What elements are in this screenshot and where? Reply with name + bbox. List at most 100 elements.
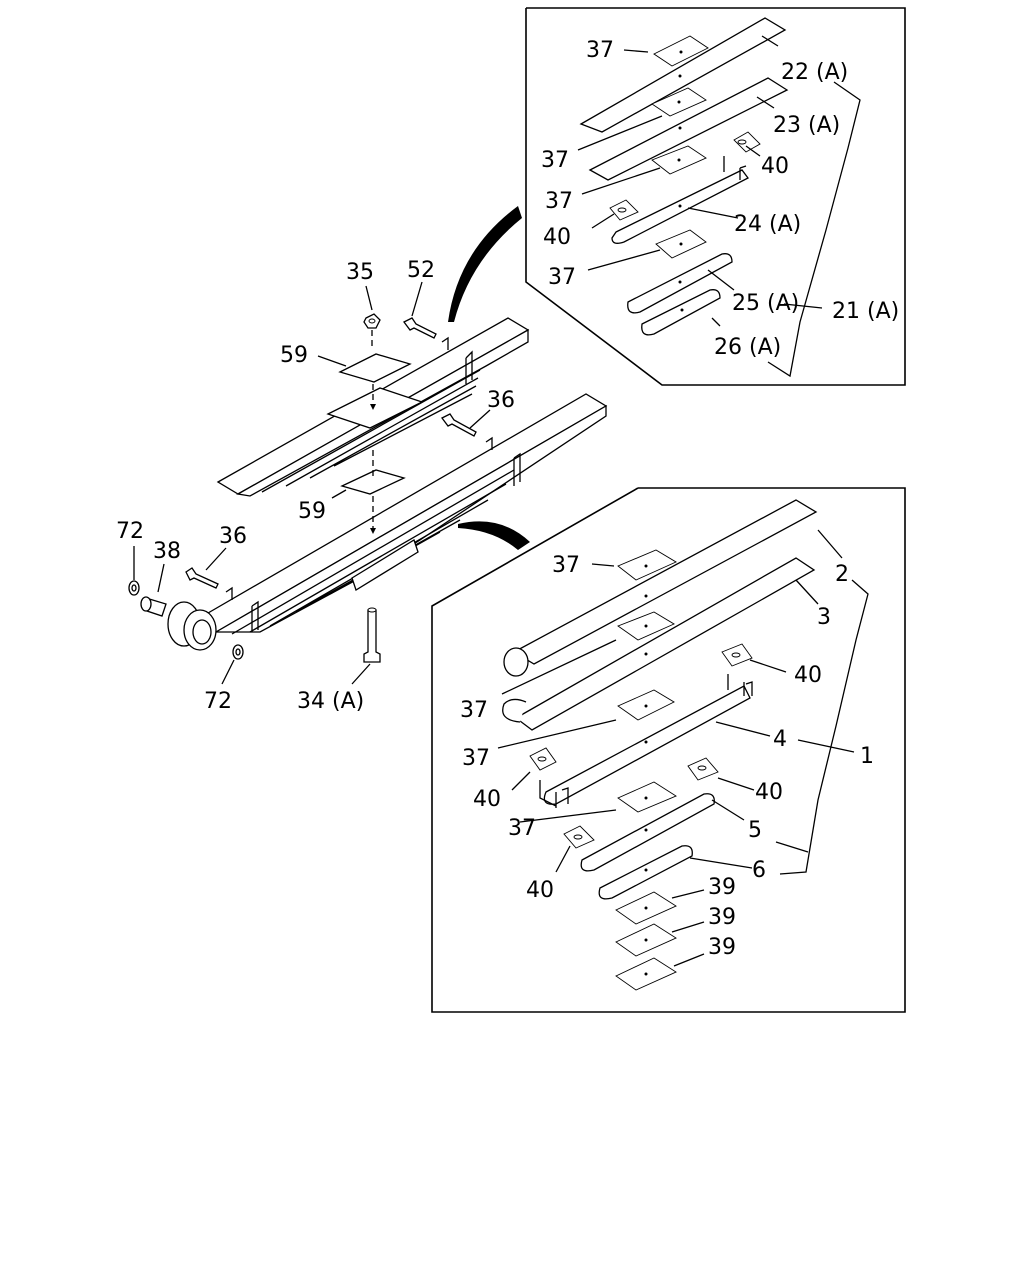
leaf-4 bbox=[543, 685, 751, 805]
label-40: 40 bbox=[761, 154, 789, 179]
leader-lines-upper bbox=[577, 35, 861, 378]
main-spring-clip bbox=[513, 452, 521, 486]
center-dot bbox=[679, 242, 683, 246]
clip-hole bbox=[697, 765, 707, 771]
upper-detail-group: 37 22 (A) 23 (A) 37 40 37 24 (A) 40 37 2… bbox=[525, 7, 906, 386]
center-axis-line bbox=[371, 330, 374, 530]
label-72: 72 bbox=[204, 689, 232, 714]
label-4: 4 bbox=[773, 727, 787, 752]
center-dot bbox=[679, 50, 683, 54]
bushing-end bbox=[140, 596, 152, 612]
leaf-4-clip-left bbox=[539, 780, 569, 808]
center-dot bbox=[644, 594, 648, 598]
label-40: 40 bbox=[755, 780, 783, 805]
center-dot bbox=[678, 74, 682, 78]
label-37: 37 bbox=[462, 746, 490, 771]
center-dot bbox=[644, 624, 648, 628]
axis-arrow bbox=[370, 528, 376, 534]
leader-lines-lower bbox=[497, 529, 869, 967]
label-37: 37 bbox=[460, 698, 488, 723]
aux-spring-clip bbox=[465, 350, 473, 384]
label-24a: 24 (A) bbox=[734, 212, 801, 237]
label-37: 37 bbox=[552, 553, 580, 578]
label-37: 37 bbox=[541, 148, 569, 173]
label-39: 39 bbox=[708, 905, 736, 930]
label-39: 39 bbox=[708, 935, 736, 960]
center-dot bbox=[644, 796, 648, 800]
main-spring-center-block bbox=[351, 539, 419, 591]
aux-spring-leaf-lines bbox=[261, 369, 481, 493]
label-59: 59 bbox=[280, 343, 308, 368]
clip-hole bbox=[617, 207, 627, 213]
label-37: 37 bbox=[545, 189, 573, 214]
label-38: 38 bbox=[153, 539, 181, 564]
label-72: 72 bbox=[116, 519, 144, 544]
center-dot bbox=[644, 652, 648, 656]
bolt-end bbox=[367, 607, 377, 613]
washer-hole bbox=[235, 648, 241, 656]
axis-arrow bbox=[370, 404, 376, 410]
center-bolt-34 bbox=[363, 609, 381, 663]
center-dot bbox=[644, 564, 648, 568]
aux-spring-clip-2 bbox=[441, 336, 449, 350]
clip-hole bbox=[731, 652, 741, 658]
clip-hole bbox=[537, 756, 547, 762]
label-40: 40 bbox=[473, 787, 501, 812]
clip-hole bbox=[573, 834, 583, 840]
main-spring-top-leaf bbox=[194, 393, 608, 633]
leaf-24-clip bbox=[723, 156, 747, 180]
arrow-to-upper-detail bbox=[448, 206, 522, 322]
main-spring-clip-4 bbox=[225, 586, 233, 600]
label-37: 37 bbox=[548, 265, 576, 290]
leaf-3 bbox=[514, 557, 816, 731]
center-dot bbox=[678, 280, 682, 284]
upper-detail-frame bbox=[525, 7, 906, 386]
bolt-36-right bbox=[441, 413, 477, 437]
bolt-36-left bbox=[185, 567, 219, 589]
label-3: 3 bbox=[817, 605, 831, 630]
center-dot bbox=[678, 204, 682, 208]
leaf-22 bbox=[579, 17, 787, 133]
lower-detail-group: 37 2 3 40 37 37 4 1 40 40 37 5 6 40 39 3… bbox=[431, 487, 906, 1013]
center-dot bbox=[680, 308, 684, 312]
leaf-2-eye bbox=[503, 647, 529, 677]
label-2: 2 bbox=[835, 562, 849, 587]
label-37: 37 bbox=[508, 816, 536, 841]
label-52: 52 bbox=[407, 258, 435, 283]
label-6: 6 bbox=[752, 858, 766, 883]
label-40: 40 bbox=[526, 878, 554, 903]
arrow-to-lower-detail bbox=[458, 521, 530, 550]
label-59: 59 bbox=[298, 499, 326, 524]
label-26a: 26 (A) bbox=[714, 335, 781, 360]
center-dot bbox=[644, 740, 648, 744]
center-dot bbox=[677, 100, 681, 104]
label-5: 5 bbox=[748, 818, 762, 843]
leaf-23 bbox=[588, 77, 789, 181]
leaf-3-wrap bbox=[502, 698, 527, 723]
center-dot bbox=[644, 868, 648, 872]
leaf-5 bbox=[580, 793, 715, 872]
main-assembly-group: 35 52 59 36 59 72 38 36 72 34 (A) bbox=[116, 258, 608, 714]
label-39: 39 bbox=[708, 875, 736, 900]
pad-59-upper bbox=[338, 353, 412, 383]
clip-hole bbox=[737, 139, 747, 145]
center-dot bbox=[678, 126, 682, 130]
label-37: 37 bbox=[586, 38, 614, 63]
label-40: 40 bbox=[543, 225, 571, 250]
leaf-4-clip-right bbox=[727, 674, 753, 696]
label-25a: 25 (A) bbox=[732, 291, 799, 316]
main-spring-clip-3 bbox=[251, 600, 259, 632]
center-dot bbox=[644, 704, 648, 708]
bolt-52 bbox=[403, 317, 437, 339]
label-40: 40 bbox=[794, 663, 822, 688]
label-36: 36 bbox=[219, 524, 247, 549]
center-dot bbox=[677, 158, 681, 162]
aux-spring-center-block bbox=[326, 387, 424, 429]
label-21a: 21 (A) bbox=[832, 299, 899, 324]
label-36: 36 bbox=[487, 388, 515, 413]
leaf-26 bbox=[641, 289, 721, 336]
nut-hole bbox=[368, 318, 376, 324]
center-dot bbox=[644, 906, 648, 910]
center-dot bbox=[644, 938, 648, 942]
